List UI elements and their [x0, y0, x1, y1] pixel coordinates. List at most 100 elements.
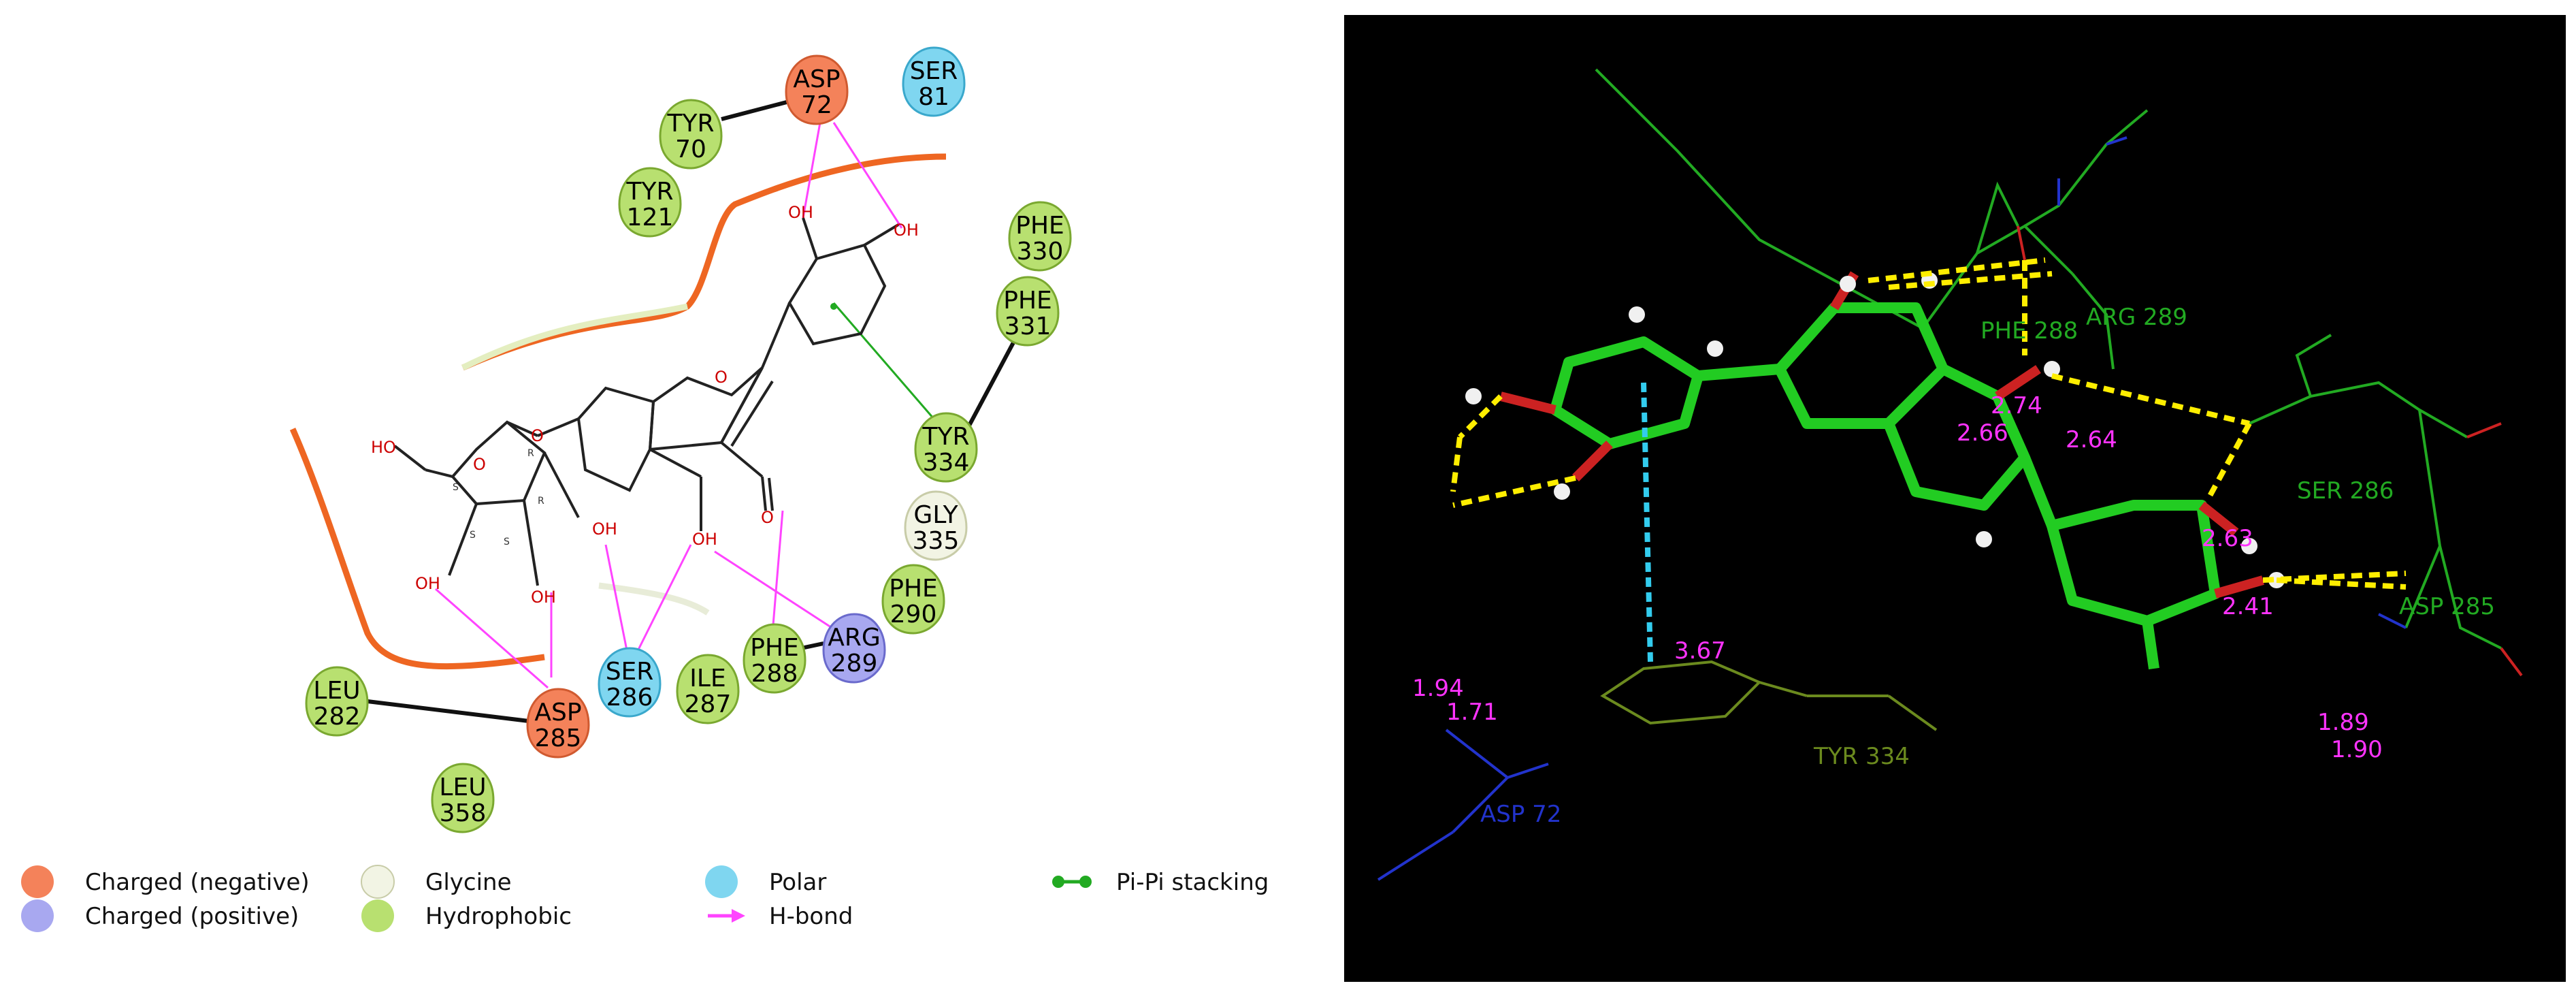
residue-arg289: ARG 289 [822, 613, 886, 684]
stereo-label: S [470, 530, 476, 541]
atom-oh: OH [894, 221, 919, 240]
residue-number: 285 [535, 724, 582, 752]
label-ser286: SER 286 [2297, 477, 2394, 505]
legend-swatch-glycine [361, 865, 395, 899]
residue-asp72: ASP 72 [785, 54, 849, 125]
ligand-hydrogens [1465, 272, 2285, 588]
atom-ho: HO [371, 438, 396, 457]
residue-phe331: PHE 331 [996, 276, 1060, 347]
atom-oh: OH [592, 520, 617, 539]
residue-name: ARG [828, 624, 881, 652]
residue-asp285: ASP 285 [526, 688, 590, 759]
distance-1-90: 1.90 [2331, 736, 2383, 763]
atom-o: O [473, 455, 486, 474]
residue-number: 335 [913, 527, 960, 555]
pocket-outline-faint [461, 303, 688, 371]
residue-name: PHE [750, 634, 799, 662]
residue-number: 358 [440, 799, 487, 827]
distance-labels: 2.74 2.66 2.64 2.63 2.41 3.67 1.94 1.71 … [1412, 392, 2383, 763]
atom-o: O [715, 368, 728, 387]
hbond-dashes [1450, 257, 2407, 590]
residue-phe288: PHE 288 [743, 623, 806, 694]
residue-number: 288 [751, 660, 798, 688]
distance-3-67: 3.67 [1674, 637, 1726, 665]
residue-gly335: GLY 335 [904, 490, 968, 561]
residue-number: 121 [627, 204, 674, 232]
residue-name: GLY [913, 501, 958, 529]
atom-oh: OH [531, 588, 556, 607]
pipi-dashes [1641, 382, 1653, 663]
residue-tyr334: TYR 334 [914, 412, 978, 483]
interaction-diagram-2d: OH OH O O OH O O HO OH OH OH R S R S S A… [21, 46, 1269, 932]
atom-oh: OH [788, 203, 813, 222]
residue-number: 81 [918, 83, 949, 111]
label-asp285: ASP 285 [2399, 593, 2495, 620]
residue-phe330: PHE 330 [1008, 201, 1072, 272]
pipi-line [832, 302, 944, 430]
residue-leu282: LEU 282 [305, 666, 369, 737]
residue-name: PHE [1003, 287, 1052, 315]
atom-oh: OH [415, 574, 440, 593]
legend-hydrophobic: Hydrophobic [425, 903, 572, 930]
residue-ser81: SER 81 [902, 46, 966, 117]
distance-1-89: 1.89 [2317, 709, 2369, 736]
stereo-label: R [538, 496, 544, 507]
residue-name: TYR [626, 178, 674, 206]
pipi-centroid [830, 303, 837, 310]
docking-view-3d: PHE 288 ARG 289 SER 286 ASP 285 TYR 334 … [1344, 15, 2566, 982]
residue-number: 334 [923, 449, 970, 477]
legend: Charged (negative) Charged (positive) Gl… [21, 865, 1269, 932]
distance-2-64: 2.64 [2066, 426, 2117, 453]
tyr334-residue [1600, 660, 1938, 731]
distance-2-41: 2.41 [2222, 593, 2274, 620]
legend-swatch-negative [21, 865, 54, 898]
asp72-residue [1377, 729, 1549, 881]
residue-name: PHE [1015, 212, 1064, 240]
distance-2-63: 2.63 [2202, 525, 2253, 552]
ligand-skeleton [393, 217, 900, 586]
stereo-label: R [527, 448, 534, 459]
residue-phe290: PHE 290 [881, 564, 945, 635]
legend-charged-positive: Charged (positive) [85, 903, 299, 930]
residue-name: ILE [689, 665, 725, 692]
legend-polar: Polar [769, 869, 826, 896]
residue-number: 72 [801, 91, 832, 119]
residue-number: 286 [606, 684, 653, 712]
residue-tyr70: TYR 70 [659, 99, 723, 170]
stereo-label: S [504, 537, 510, 547]
distance-2-66: 2.66 [1957, 419, 2008, 447]
legend-hbond: H-bond [769, 903, 853, 930]
atom-o: O [531, 426, 544, 445]
legend-swatch-polar [705, 865, 738, 898]
atom-oh: OH [692, 530, 717, 549]
label-asp72: ASP 72 [1480, 801, 1561, 828]
residue-name: TYR [667, 110, 715, 138]
hbond-arrows [435, 122, 903, 689]
atom-o: O [761, 508, 774, 527]
residue-name: LEU [313, 677, 360, 705]
legend-charged-negative: Charged (negative) [85, 869, 310, 896]
residue-leu358: LEU 358 [431, 763, 495, 833]
pocket-outline-faint-lower [598, 582, 710, 616]
residue-name: SER [910, 57, 958, 85]
protein-wireframe [1595, 68, 2502, 650]
legend-swatch-positive [21, 899, 54, 932]
legend-pipi-symbol [1052, 876, 1092, 888]
label-arg289: ARG 289 [2086, 304, 2187, 331]
residue-name: ASP [534, 699, 581, 727]
label-tyr334: TYR 334 [1813, 743, 1910, 770]
residue-ser286: SER 286 [598, 647, 662, 718]
distance-1-94: 1.94 [1412, 675, 1464, 702]
ligand-sticks [1550, 302, 2221, 670]
residue-name: LEU [439, 773, 486, 801]
atom-labels: OH OH O O OH O O HO OH OH OH [371, 203, 919, 607]
residue-number: 330 [1017, 238, 1064, 266]
residue-number: 287 [685, 690, 732, 718]
docking-canvas: PHE 288 ARG 289 SER 286 ASP 285 TYR 334 … [1377, 68, 2523, 881]
stereo-label: S [453, 482, 459, 493]
legend-hbond-arrow [708, 909, 745, 923]
diagram-canvas: OH OH O O OH O O HO OH OH OH R S R S S A… [21, 46, 1269, 932]
stereo-labels: R S R S S [453, 448, 544, 547]
residue-number: 289 [831, 650, 878, 677]
residue-name: TYR [922, 423, 970, 451]
